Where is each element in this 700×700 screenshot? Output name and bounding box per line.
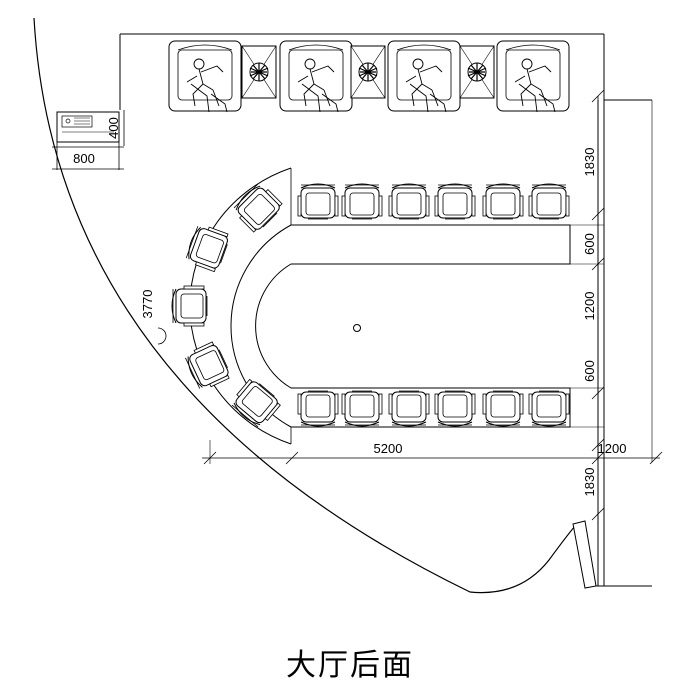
armchair-3 [387, 40, 461, 113]
side-table-2 [350, 45, 386, 99]
dim-bottom-length: 5200 [374, 441, 403, 456]
dim-right-mid: 1200 [582, 292, 597, 321]
dim-radius: 3770 [140, 290, 155, 319]
dim-right-gap-bottom: 600 [582, 360, 597, 382]
chairs-top-row [297, 183, 570, 220]
side-table-3 [459, 45, 495, 99]
dim-right-top: 1830 [582, 148, 597, 177]
outer-curved-wall [33, 17, 578, 594]
armchair-4 [496, 40, 570, 113]
dim-cabinet-depth: 400 [106, 117, 121, 139]
dim-right-gap-top: 600 [582, 233, 597, 255]
center-marker [353, 324, 361, 332]
chairs-curved-end [171, 180, 285, 431]
dim-bottom-right: 1200 [598, 441, 627, 456]
door-jamb [572, 520, 597, 589]
drawing-caption: 大厅后面 [286, 648, 414, 683]
cabinet [56, 111, 120, 143]
dim-right-bottom: 1830 [582, 468, 597, 497]
armchair-2 [279, 40, 353, 113]
side-table-1 [241, 45, 277, 99]
armchair-1 [168, 40, 242, 113]
dim-cabinet-width: 800 [73, 151, 95, 166]
